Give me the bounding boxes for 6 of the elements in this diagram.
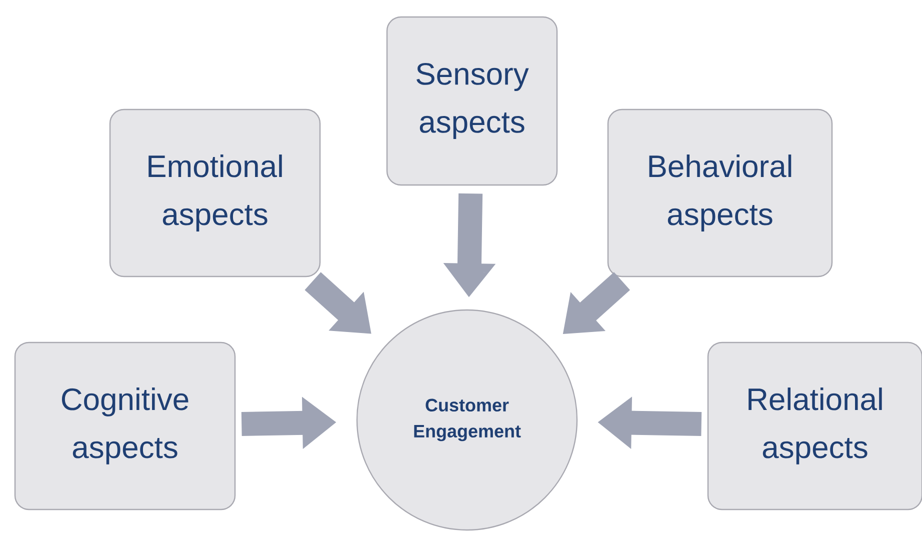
aspect-box: Relational aspects	[707, 342, 922, 510]
circle-node: Customer Engagement	[356, 309, 578, 531]
aspect-box: Emotional aspects	[109, 108, 321, 278]
aspect-box: Sensory aspects	[386, 16, 558, 186]
aspect-box: Cognitive aspects	[14, 342, 236, 510]
aspect-box: Behavioral aspects	[607, 108, 833, 278]
